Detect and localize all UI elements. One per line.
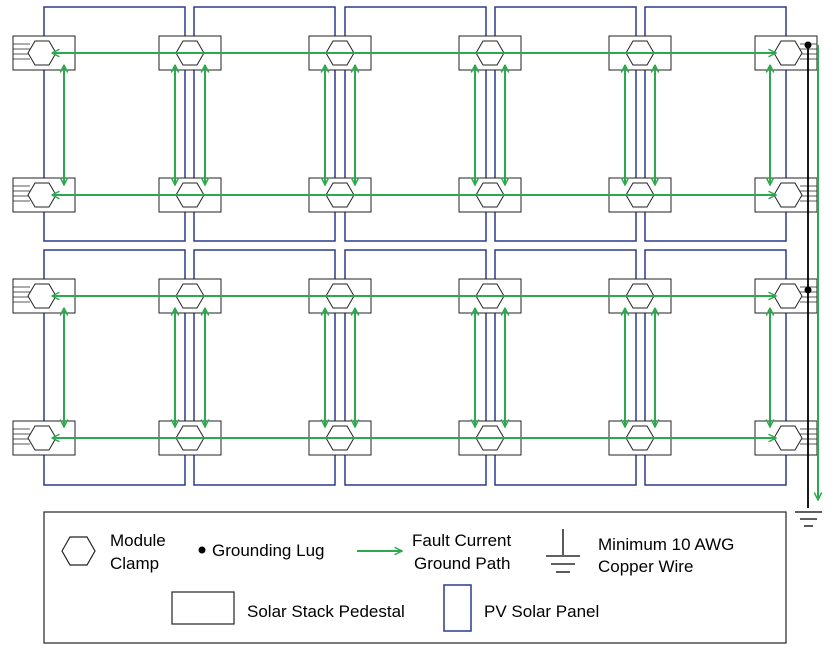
- grounding-lug-dot-icon: [804, 286, 812, 294]
- legend-ground-wire-line2: Copper Wire: [598, 557, 693, 576]
- dot-icon: [198, 546, 206, 554]
- legend-module-clamp-line1: Module: [110, 531, 166, 550]
- legend-pv-panel: PV Solar Panel: [484, 602, 599, 621]
- legend-ground-wire-line1: Minimum 10 AWG: [598, 535, 734, 554]
- rectangle-icon: [171, 591, 235, 625]
- legend-pedestal: Solar Stack Pedestal: [247, 602, 405, 621]
- pv-panel: [193, 249, 336, 486]
- legend-fault-current-line1: Fault Current: [412, 531, 511, 550]
- grounding-lug-dot-icon: [804, 41, 812, 49]
- legend: Module Clamp Grounding Lug Fault Current…: [43, 511, 787, 644]
- pedestals: [12, 35, 818, 456]
- pv-panel: [43, 6, 186, 242]
- module-clamp-hexagon-icon: [773, 283, 803, 309]
- ground-wire: [795, 41, 822, 527]
- pv-panel: [644, 249, 787, 486]
- pv-panel: [344, 249, 487, 486]
- pv-panel: [494, 6, 637, 242]
- hexagon-icon: [61, 536, 96, 566]
- pv-panel: [43, 249, 186, 486]
- legend-grounding-lug: Grounding Lug: [212, 541, 324, 560]
- legend-module-clamp-line2: Clamp: [110, 554, 159, 573]
- pv-panel: [344, 6, 487, 242]
- module-clamp-hexagon-icon: [773, 182, 803, 208]
- pv-panel: [644, 6, 787, 242]
- legend-fault-current-line2: Ground Path: [414, 554, 510, 573]
- module-clamps: [27, 40, 803, 451]
- legend-box: [43, 511, 787, 644]
- pv-panel: [193, 6, 336, 242]
- module-clamp-hexagon-icon: [773, 40, 803, 66]
- module-clamp-hexagon-icon: [773, 425, 803, 451]
- pv-panel: [494, 249, 637, 486]
- fault-current-paths: [52, 45, 818, 500]
- tall-rectangle-icon: [443, 584, 472, 632]
- earth-ground-icon: [546, 529, 580, 573]
- pv-panels: [43, 6, 787, 486]
